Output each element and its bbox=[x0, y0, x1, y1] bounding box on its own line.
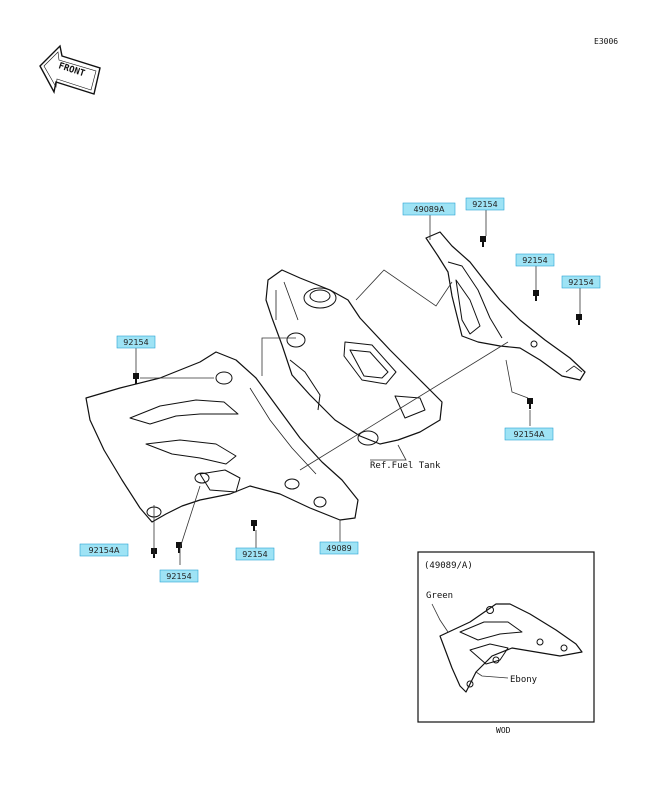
inset-code: (49089/A) bbox=[424, 561, 473, 571]
part-tag-label: 92154 bbox=[166, 572, 191, 581]
right-shroud-part bbox=[425, 231, 586, 381]
part-tag-label: 92154 bbox=[123, 338, 148, 347]
part-tag-label: 92154A bbox=[514, 430, 545, 439]
part-tags: 49089A 92154 92154 92154 92154 92154A 92… bbox=[79, 197, 601, 583]
inset-variant-box: (49089/A) Green Ebony bbox=[417, 551, 595, 723]
part-tag[interactable]: 49089 bbox=[319, 541, 359, 555]
part-tag[interactable]: 92154A bbox=[504, 427, 554, 441]
part-tag-label: 49089A bbox=[414, 205, 445, 214]
ref-fuel-tank-label: Ref.Fuel Tank bbox=[370, 461, 441, 471]
fuel-tank-leader bbox=[370, 444, 407, 461]
leader-lines bbox=[135, 210, 581, 565]
fuel-tank-outline bbox=[265, 269, 443, 446]
bolt-icon bbox=[533, 290, 539, 301]
part-tag[interactable]: 49089A bbox=[402, 202, 456, 216]
part-tag-label: 92154 bbox=[522, 256, 547, 265]
diagram-code: E3006 bbox=[594, 37, 618, 46]
part-tag[interactable]: 92154 bbox=[235, 547, 275, 561]
bolt-icon bbox=[480, 236, 486, 247]
bolt-icon bbox=[133, 373, 139, 384]
bolt-icon bbox=[527, 398, 533, 409]
bolt-icon bbox=[576, 314, 582, 325]
inset-color-ebony: Ebony bbox=[510, 675, 538, 685]
part-tag-label: 92154 bbox=[472, 200, 497, 209]
inset-color-green: Green bbox=[426, 591, 453, 601]
part-tag[interactable]: 92154 bbox=[561, 275, 601, 289]
part-tag[interactable]: 92154 bbox=[116, 335, 156, 349]
part-tag[interactable]: 92154 bbox=[159, 569, 199, 583]
bolt-icon bbox=[251, 520, 257, 531]
part-tag[interactable]: 92154 bbox=[515, 253, 555, 267]
part-tag-label: 92154 bbox=[242, 550, 267, 559]
front-arrow-icon: FRONT bbox=[39, 44, 101, 95]
inset-footer: WOD bbox=[496, 726, 511, 735]
part-tag[interactable]: 92154 bbox=[465, 197, 505, 211]
part-tag-label: 92154A bbox=[89, 546, 120, 555]
part-tag[interactable]: 92154A bbox=[79, 543, 129, 557]
part-tag-label: 92154 bbox=[568, 278, 593, 287]
inset-shroud-part bbox=[439, 603, 583, 693]
part-tag-label: 49089 bbox=[326, 544, 351, 553]
bolt-icon bbox=[176, 542, 182, 553]
